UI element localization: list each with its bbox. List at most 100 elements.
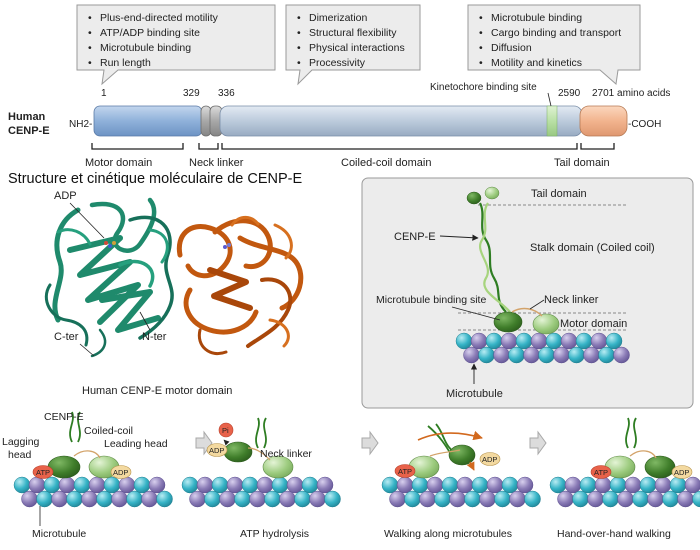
- tubulin-subunit: [632, 490, 649, 508]
- pos-329: 329: [183, 88, 200, 99]
- tubulin-subunit: [545, 332, 563, 350]
- tubulin-subunit: [508, 346, 525, 364]
- tubulin-subunit: [692, 490, 700, 508]
- tubulin-subunit: [647, 490, 664, 508]
- tubulin-subunit: [579, 476, 597, 494]
- callout-bullet: •: [479, 27, 483, 39]
- green-monomer-ribbon: [44, 197, 174, 358]
- step2-pi-label: Pi: [222, 426, 229, 435]
- kinetochore-pointer: [547, 92, 552, 107]
- schematic-tail-globules: [466, 186, 500, 205]
- orange-ligand: [223, 243, 231, 249]
- tubulin-subunit: [126, 490, 143, 508]
- adp-label: ADP: [54, 190, 77, 202]
- step2-pi-arrow: [223, 439, 230, 446]
- tubulin-subunit: [677, 490, 694, 508]
- kinetochore-label: Kinetochore binding site: [430, 82, 537, 93]
- schematic-neck-label: Neck linker: [544, 294, 599, 306]
- step4-adp-label: ADP: [674, 468, 689, 477]
- callout-item: Processivity: [309, 57, 366, 69]
- step3-atp-label: ATP: [398, 467, 412, 476]
- step3-atp-badge: ATP: [394, 464, 416, 478]
- step2-pi-badge: Pi: [218, 422, 234, 438]
- tubulin-subunit: [148, 476, 166, 494]
- tubulin-subunit: [189, 490, 206, 508]
- tubulin-subunit: [509, 490, 526, 508]
- callout-item: Physical interactions: [309, 42, 405, 54]
- mt-binding-pointer: [451, 306, 501, 321]
- tubulin-subunit: [594, 476, 612, 494]
- schematic-mt-binding-label: Microtubule binding site: [376, 294, 486, 306]
- tubulin-subunit: [434, 490, 451, 508]
- tubulin-subunit: [196, 476, 214, 494]
- tubulin-subunit: [479, 490, 496, 508]
- callout-bullet: •: [297, 57, 301, 69]
- protein-name-line2: CENP-E: [8, 125, 50, 137]
- tubulin-subunit: [471, 476, 489, 494]
- tubulin-subunit: [669, 476, 687, 494]
- tubulin-subunit: [523, 346, 540, 364]
- step3-motor: [408, 423, 476, 479]
- tubulin-subunit: [598, 346, 615, 364]
- tubulin-subunit: [211, 476, 229, 494]
- coiled-coil-bar: [219, 105, 583, 137]
- step-arrow-3: [529, 430, 547, 456]
- callout-bullet: •: [88, 42, 92, 54]
- tubulin-subunit: [28, 476, 46, 494]
- step1-leading-label: Leading head: [104, 438, 168, 450]
- step1-coiled-label: Coiled-coil: [84, 425, 133, 437]
- schematic-stalk-label: Stalk domain (Coiled coil): [530, 242, 655, 254]
- tubulin-subunit: [103, 476, 121, 494]
- step3-caption: Walking along microtubules: [384, 528, 512, 540]
- neck-linker-label: Neck linker: [189, 157, 244, 169]
- step4-atp-label: ATP: [594, 468, 608, 477]
- step4-caption: Hand-over-hand walking: [557, 528, 671, 540]
- tubulin-subunit: [602, 490, 619, 508]
- tubulin-subunit: [583, 346, 600, 364]
- c-terminus-label: -COOH: [628, 119, 661, 130]
- kinetochore-binding-site: [546, 105, 558, 137]
- n-ter-label: N-ter: [142, 331, 167, 343]
- schematic-microtubule: [455, 332, 630, 364]
- step3-adp-badge: ADP: [479, 452, 501, 466]
- orange-monomer-ribbon: [176, 215, 304, 355]
- tubulin-subunit: [516, 476, 534, 494]
- tubulin-subunit: [478, 346, 495, 364]
- step2-adp-label: ADP: [209, 446, 224, 455]
- schematic-mt-label: Microtubule: [446, 388, 503, 400]
- step3-down-arrow: [466, 461, 475, 471]
- neck-pointer: [529, 299, 545, 310]
- callout-item: Motility and kinetics: [491, 57, 582, 69]
- tubulin-subunit: [564, 476, 582, 494]
- callout-item: Diffusion: [491, 42, 532, 54]
- tubulin-subunit: [662, 490, 679, 508]
- callout-motor: •Plus-end-directed motility•ATP/ADP bind…: [76, 4, 276, 86]
- tubulin-subunit: [241, 476, 259, 494]
- tubulin-subunit: [654, 476, 672, 494]
- tubulin-subunit: [419, 490, 436, 508]
- step1-cenpe-label: CENP-E: [44, 411, 84, 423]
- tail-domain-bar: [579, 105, 628, 137]
- tubulin-subunit: [455, 332, 473, 350]
- tubulin-subunit: [316, 476, 334, 494]
- tubulin-subunit: [456, 476, 474, 494]
- tubulin-subunit: [560, 332, 578, 350]
- tail-domain-label: Tail domain: [554, 157, 610, 169]
- pos-336: 336: [218, 88, 235, 99]
- callout-bullet: •: [297, 12, 301, 24]
- tubulin-subunit: [204, 490, 221, 508]
- tubulin-subunit: [501, 476, 519, 494]
- step4-adp-badge: ADP: [671, 465, 693, 479]
- tubulin-subunit: [464, 490, 481, 508]
- callout-item: Structural flexibility: [309, 27, 397, 39]
- tubulin-subunit: [21, 490, 38, 508]
- tubulin-subunit: [66, 490, 83, 508]
- tubulin-subunit: [264, 490, 281, 508]
- tubulin-subunit: [494, 490, 511, 508]
- callout-bullet: •: [297, 42, 301, 54]
- step1-atp-label: ATP: [36, 468, 50, 477]
- callout-bullet: •: [479, 42, 483, 54]
- tubulin-subunit: [613, 346, 630, 364]
- tubulin-subunit: [309, 490, 326, 508]
